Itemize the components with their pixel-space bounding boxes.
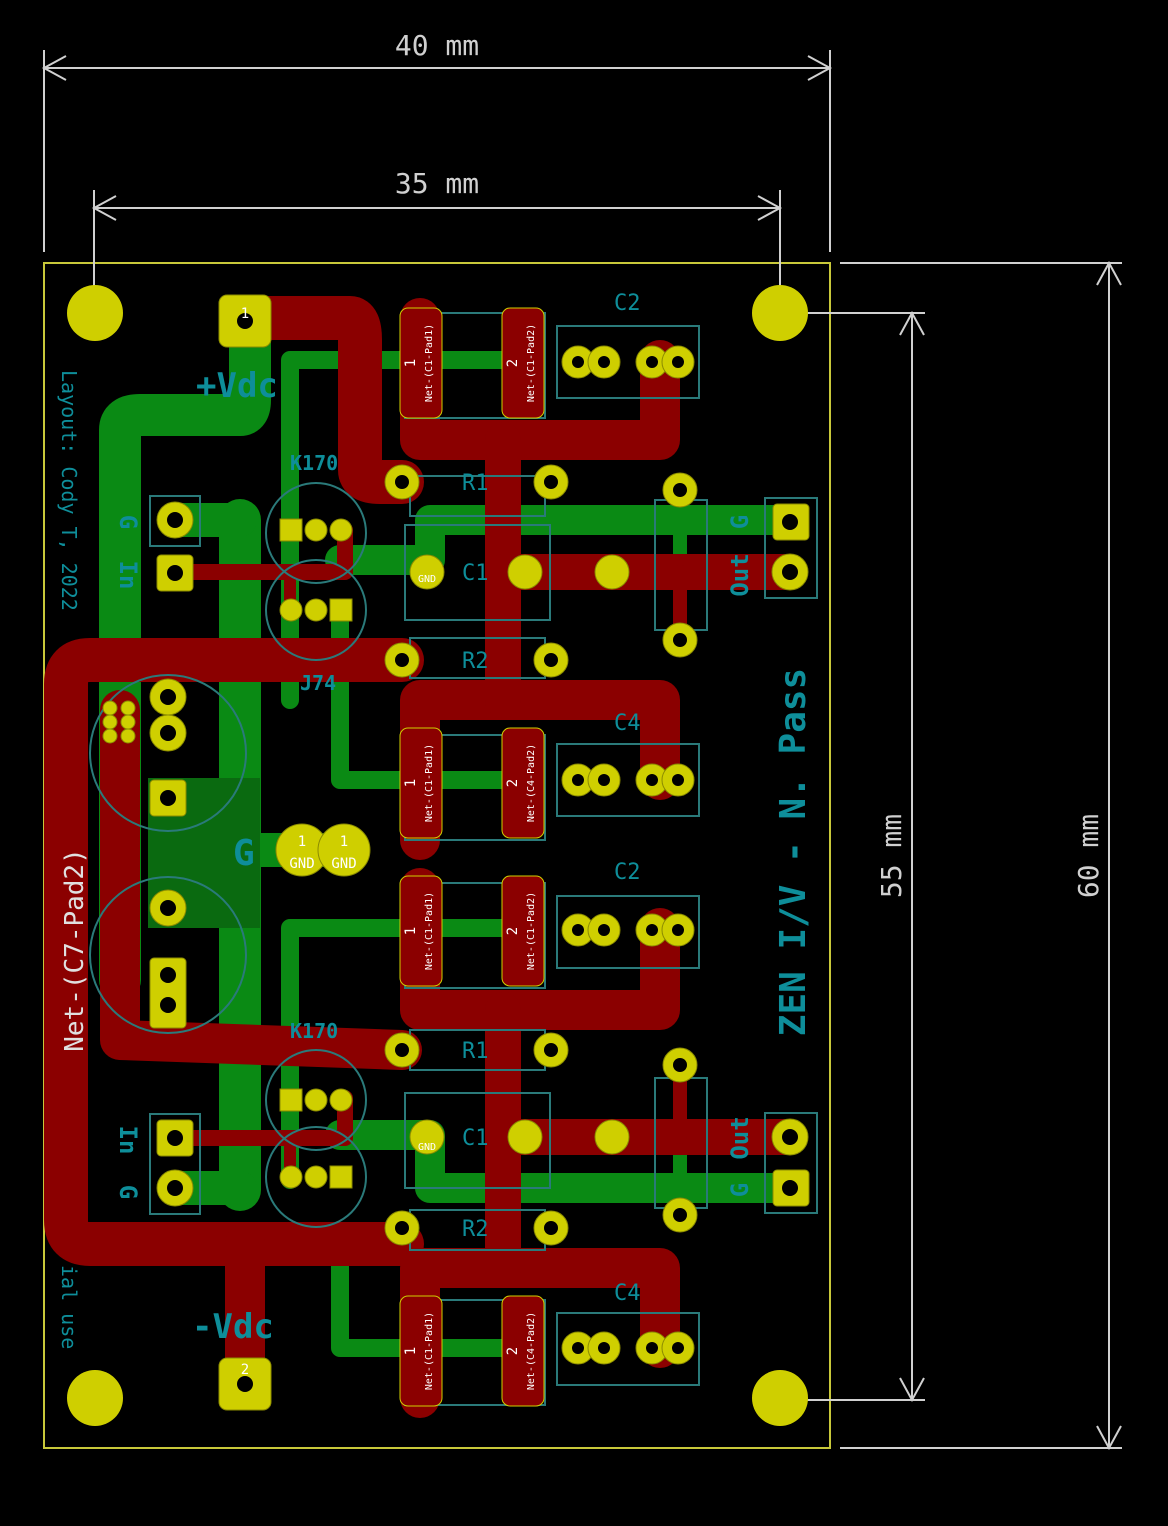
via-cluster: [102, 700, 136, 744]
dimension-hole-spacing-y: [800, 310, 925, 1403]
net-label: Net-(C4-Pad2): [526, 744, 537, 822]
square-pads: [149, 294, 810, 1411]
mounting-hole-tr: [752, 285, 808, 341]
vdc-plus-trace: [223, 296, 424, 504]
output-label-top: Out: [726, 553, 754, 596]
dimension-board-height-label: 60 mm: [1072, 814, 1105, 898]
net-label: Net-(C1-Pad1): [424, 892, 435, 970]
smd-pin-label: 2: [505, 927, 521, 935]
input-label-top: In: [114, 561, 142, 590]
layout-credit: Layout: Cody T, 2022: [57, 370, 81, 611]
commercial-use-note: ial use: [57, 1265, 81, 1349]
r2-label-bottom: R2: [462, 1217, 489, 1242]
dimension-board-width-label: 40 mm: [395, 29, 479, 62]
gnd-pin-name-b: GND: [331, 856, 356, 872]
smd-pin-label: 2: [505, 1347, 521, 1355]
smd-pin-label: 1: [403, 1347, 419, 1355]
drill-holes: [160, 313, 798, 1392]
vdc-plus-pin-number: 1: [241, 306, 249, 322]
net-c7-pad2-label: Net-(C7-Pad2): [60, 848, 90, 1052]
in-gate-top: [168, 522, 353, 580]
gnd-c1-bottom: [325, 1120, 805, 1203]
net-label: Net-(C1-Pad1): [424, 324, 435, 402]
smd-pin-label: 1: [403, 779, 419, 787]
output-label-bottom: Out: [726, 1116, 754, 1159]
dimension-hole-spacing-x: [91, 190, 783, 300]
net-label: Net-(C1-Pad2): [526, 324, 537, 402]
smd-pin-label: 2: [505, 359, 521, 367]
smd-pads: [399, 307, 545, 1407]
c1-label-top: C1: [462, 561, 489, 586]
smd-pin-label: 1: [403, 927, 419, 935]
dimension-hole-spacing-y-label: 55 mm: [875, 814, 908, 898]
mounting-hole-bl: [67, 1370, 123, 1426]
c1-label-bottom: C1: [462, 1126, 489, 1151]
input-ground-label-top: G: [114, 515, 142, 529]
c4-feed-bottom: [331, 1251, 429, 1357]
gnd-pin-number-a: 1: [298, 834, 306, 850]
c7-vertical-inner: [100, 690, 422, 1070]
through-hole-pads: [149, 345, 809, 1365]
mounting-hole-tl: [67, 285, 123, 341]
c4-label-bottom: C4: [614, 1281, 641, 1306]
vdc-plus-label: +Vdc: [196, 366, 278, 406]
input-ground-label-bottom: G: [114, 1185, 142, 1199]
vdc-minus-pin-number: 2: [241, 1362, 249, 1378]
c4-label-top: C4: [614, 711, 641, 736]
c1-gnd-label-top: GND: [418, 574, 436, 585]
net-label: Net-(C4-Pad2): [526, 1312, 537, 1390]
jfet-j74-label: J74: [300, 671, 336, 695]
r1-label-top: R1: [462, 471, 489, 496]
gnd-pin-number-b: 1: [340, 834, 348, 850]
mounting-hole-br: [752, 1370, 808, 1426]
vdc-plus-feed: [99, 319, 271, 1001]
r2-label-top: R2: [462, 649, 489, 674]
smd-pin-label: 1: [403, 359, 419, 367]
net-label: Net-(C1-Pad1): [424, 744, 435, 822]
smd-pin-label: 2: [505, 779, 521, 787]
in-gate-bottom: [168, 1090, 353, 1146]
dimension-board-width: [41, 50, 833, 252]
mounting-holes: [67, 285, 808, 1426]
output-ground-label-bottom: G: [726, 1183, 754, 1197]
net-c7-pad2-loop: [44, 638, 424, 1266]
front-copper-layer: [44, 296, 808, 1418]
net-label: Net-(C1-Pad1): [424, 1312, 435, 1390]
smd-pad-labels: 1 Net-(C1-Pad1) 2 Net-(C1-Pad2) 1 Net-(C…: [403, 324, 537, 1390]
r1-label-bottom: R1: [462, 1039, 489, 1064]
gnd-pin-name-a: GND: [289, 856, 314, 872]
board-title: ZEN I/V - N. Pass: [773, 668, 814, 1036]
net-label: Net-(C1-Pad2): [526, 892, 537, 970]
output-ground-label-top: G: [726, 515, 754, 529]
jfet-label-top: K170: [290, 451, 338, 475]
jfet-label-bottom: K170: [290, 1019, 338, 1043]
c2-label-top: C2: [614, 291, 641, 316]
dimension-board-height: [840, 260, 1122, 1451]
dimension-hole-spacing-x-label: 35 mm: [395, 167, 479, 200]
input-label-bottom: In: [114, 1126, 142, 1155]
vdc-minus-label: -Vdc: [192, 1307, 274, 1347]
gnd-c1-top: [325, 505, 805, 575]
c2-label-bottom: C2: [614, 860, 641, 885]
c1-gnd-label-bottom: GND: [418, 1142, 436, 1153]
ground-label: G: [233, 833, 255, 874]
